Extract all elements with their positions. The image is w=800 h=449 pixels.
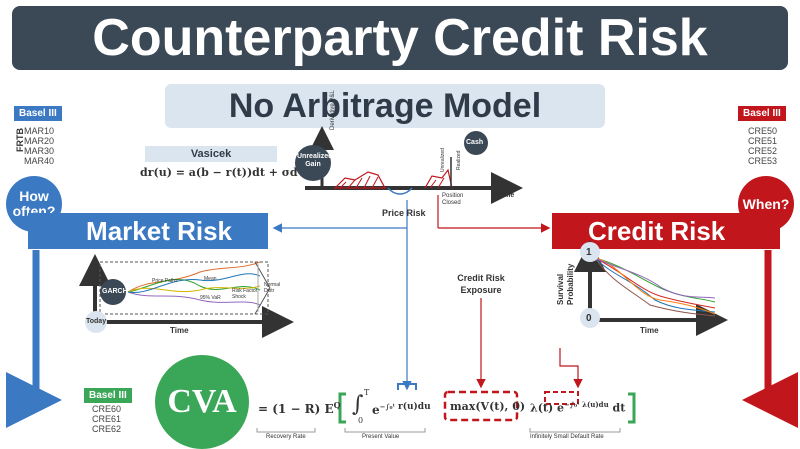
cash-circle [464, 131, 488, 155]
formula-e: e [372, 403, 380, 417]
formula-dt: dt [612, 401, 626, 415]
reg-item: CRE62 [92, 424, 122, 434]
formula-lambda-term: λ(t) [530, 401, 554, 415]
one-label: 1 [586, 247, 592, 258]
default-rate-label: Infinitely Small Default Rate [530, 434, 604, 440]
var-label: 95% VaR [200, 295, 221, 301]
garch-label: GARCH [102, 288, 128, 295]
formula-exp-sup: −∫₀ᵗ [379, 402, 396, 411]
price-risk-label: Price Risk [382, 208, 426, 218]
when-label: When? [742, 196, 790, 212]
exposure-box [443, 390, 519, 422]
unrealized-gain-label: Unrealized Gain [297, 153, 333, 168]
ru-bracket [397, 383, 417, 390]
top-time-label: Time [498, 192, 515, 199]
reg-item: CRE53 [748, 156, 778, 166]
reg-item: CRE52 [748, 146, 778, 156]
formula-exp2-sup: −∫₀ᵗ λ(u)du [564, 400, 609, 409]
formula-part1: = (1 − R) E [258, 402, 334, 416]
left-reg-list: MAR10 MAR20 MAR30 MAR40 [24, 126, 54, 166]
garch-circle [100, 279, 126, 305]
reg-item: CRE51 [748, 136, 778, 146]
vasicek-formula: dr(u) = a(b − r(t))dt + σdW [140, 166, 310, 179]
reg-item: MAR30 [24, 146, 55, 156]
zero-circle [580, 308, 600, 328]
derivative-pnl-label: Derivative P&L [330, 90, 336, 130]
formula-max: max(V(t), 0) [450, 400, 526, 413]
right-green-bracket [628, 392, 636, 424]
unrealized-label: Unrealized [440, 148, 446, 172]
credit-diagram [574, 240, 728, 336]
cva-label: CVA [167, 383, 237, 420]
recovery-rate-label: Recovery Rate [266, 434, 306, 440]
today-circle [85, 311, 107, 333]
bottom-basel-badge: Basel III [84, 388, 132, 403]
reg-item: MAR40 [24, 156, 55, 166]
present-value-label: Present Value [362, 434, 400, 440]
formula-ru: r(u)du [398, 402, 431, 412]
unrealized-gain-circle [295, 145, 331, 181]
right-reg-list: CRE50 CRE51 CRE52 CRE53 [748, 126, 777, 166]
left-basel-badge: Basel III [14, 106, 62, 121]
credit-time-label: Time [640, 326, 659, 335]
formula-lambda: λ(t) e−∫₀ᵗ λ(u)du dt [530, 400, 625, 415]
survival-probability-label: Survival Probability [556, 263, 575, 305]
formula-integral: ∫ [352, 392, 364, 417]
credit-exposure-label: Credit Risk Exposure [457, 273, 505, 295]
reg-item: CRE60 [92, 404, 122, 414]
left-green-bracket [338, 392, 346, 424]
market-flow-arrow [6, 250, 62, 428]
market-time-label: Time [170, 326, 189, 335]
bottom-reg-list: CRE60 CRE61 CRE62 [92, 404, 121, 434]
formula-upper: T [364, 388, 370, 397]
today-label: Today [86, 318, 107, 325]
market-diagram [79, 254, 294, 338]
reg-item: MAR10 [24, 126, 55, 136]
top-pnl-diagram [295, 126, 523, 204]
mean-label: Mean [204, 276, 217, 282]
page-title: Counterparty Credit Risk [12, 6, 788, 70]
market-risk-banner: Market Risk [28, 213, 268, 249]
survival-arrow [559, 348, 583, 389]
position-closed-label: Position Closed [442, 193, 464, 206]
default-box [544, 391, 579, 405]
reg-item: MAR20 [24, 136, 55, 146]
price-paths-label: Price Paths [152, 278, 178, 284]
one-circle [580, 242, 600, 262]
formula-exp: e−∫₀ᵗ [372, 402, 395, 417]
formula-e2: e [557, 401, 565, 415]
realized-label: Realized [456, 150, 462, 170]
formula-q: Q [333, 400, 341, 410]
cash-label: Cash [466, 139, 484, 146]
formula-lower: 0 [358, 416, 364, 425]
credit-flow-arrow [742, 250, 798, 428]
right-basel-badge: Basel III [738, 106, 786, 121]
normal-distr-label: Normal Distr [264, 282, 281, 294]
cva-circle: CVA [155, 355, 249, 449]
reg-item: CRE50 [748, 126, 778, 136]
subtitle-banner: No Arbitrage Model [165, 84, 605, 128]
vasicek-label: Vasicek [145, 146, 277, 162]
reg-item: CRE61 [92, 414, 122, 424]
formula-recovery: = (1 − R) EQ [258, 400, 341, 416]
risk-factor-shock-label: Risk Factor Shock [232, 288, 258, 300]
zero-label: 0 [586, 313, 592, 324]
